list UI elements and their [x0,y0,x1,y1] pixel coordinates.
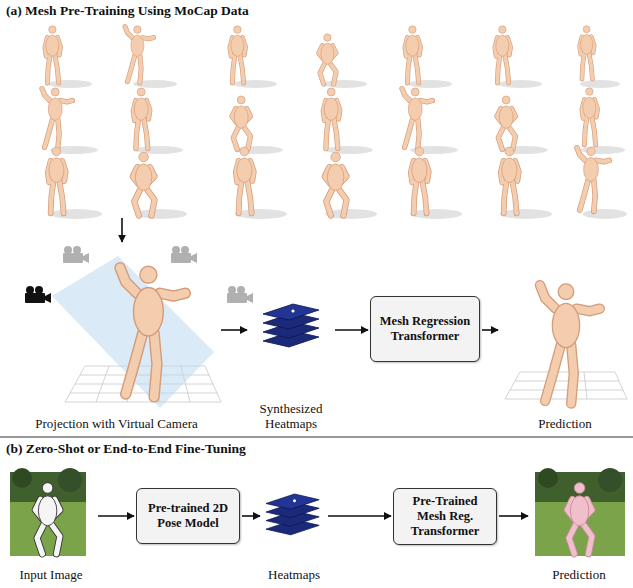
figure-caption: Prediction [552,568,605,583]
virtual-camera [227,286,253,303]
figure-caption: Synthesized Heatmaps [249,402,333,432]
floor-grid [505,372,627,399]
box-label: Pre-trained 2D Pose Model [143,501,233,531]
virtual-camera [25,286,51,303]
mocap-crowd [42,26,609,216]
projection-figure: Projection with Virtual Camera [14,238,219,432]
flow-arrow [242,515,260,517]
flow-arrow [335,329,368,331]
crowd-shadows [48,80,627,219]
heatmap-stack [263,304,319,347]
flow-arrow [328,515,391,517]
heatmap-figure: Heatmaps [262,488,326,583]
virtual-camera [63,246,89,263]
down-arrow [121,218,123,242]
prediction-photo [535,468,625,556]
figure-caption: Prediction [538,417,591,432]
flow-arrow [221,329,247,331]
predicted-mesh [540,284,600,404]
flow-arrow [499,515,528,517]
heatmap-stack [266,494,319,535]
virtual-camera [171,246,197,263]
prediction-figure: Prediction [530,468,628,583]
projected-mesh [120,266,185,397]
heatmap-figure: Synthesized Heatmaps [249,290,333,432]
section-title: (a) Mesh Pre-Training Using MoCap Data [6,3,249,19]
prediction-figure: Prediction [500,285,630,432]
camera-frustum [52,256,214,408]
section-title: (b) Zero-Shot or End-to-End Fine-Tuning [6,441,246,457]
input-figure: Input Image [6,468,96,583]
process-box: Pre-trained 2D Pose Model [136,488,240,544]
separator [0,437,633,438]
flow-arrow [482,329,498,331]
process-box: Mesh Regression Transformer [370,296,480,362]
process-box: Pre-Trained Mesh Reg. Transformer [393,488,497,545]
figure-caption: Projection with Virtual Camera [35,417,198,432]
figure-caption: Heatmaps [268,568,320,583]
box-label: Pre-Trained Mesh Reg. Transformer [400,494,490,539]
input-photo [10,468,86,556]
flow-arrow [98,515,134,517]
box-label: Mesh Regression Transformer [377,314,473,344]
figure-caption: Input Image [19,568,82,583]
